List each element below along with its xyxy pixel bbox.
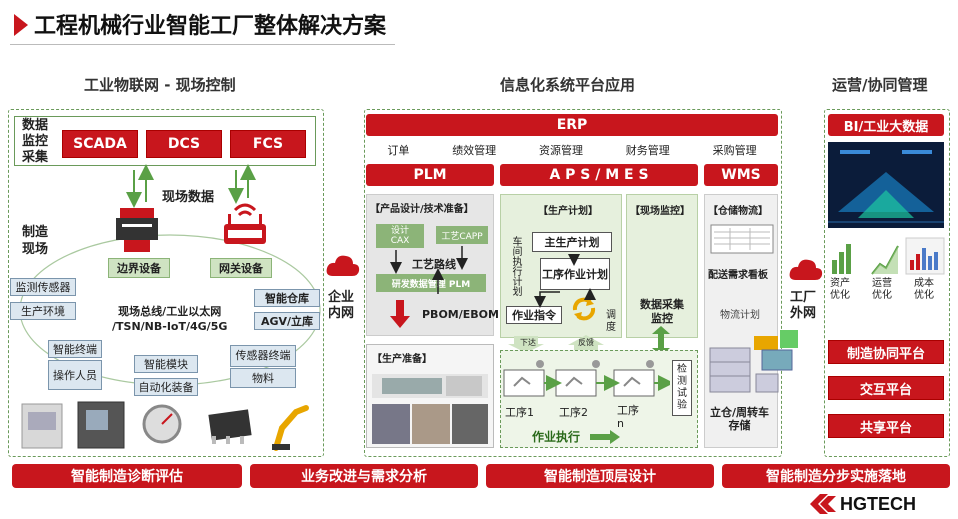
sensor-terminal-box[interactable]: 传感器终端 (230, 345, 296, 367)
capp-box[interactable]: 工艺CAPP (436, 226, 488, 244)
process-route-label: 工艺路线 (412, 258, 456, 271)
stepn-label: 工序n (617, 404, 639, 430)
smart-warehouse-box[interactable]: 智能仓库 (254, 289, 320, 307)
gateway-device-label[interactable]: 网关设备 (210, 258, 272, 278)
feedback-label: 反馈 (578, 338, 594, 347)
smart-module-box[interactable]: 智能模块 (134, 355, 198, 373)
plan-title: 【生产计划】 (538, 206, 598, 217)
erp-item-order[interactable]: 订单 (387, 144, 410, 157)
erp-item-finance[interactable]: 财务管理 (625, 144, 670, 157)
section-right-title: 运营/协同管理 (832, 76, 928, 94)
step1-label: 工序1 (505, 406, 534, 419)
data-monitor-label: 数据 监控 采集 (22, 118, 49, 165)
equipment-icons (21, 401, 309, 451)
erp-item-purchase[interactable]: 采购管理 (712, 144, 757, 157)
monitor-box (626, 194, 698, 338)
intranet-label: 企业 内网 (328, 290, 355, 321)
monitor-collect-label: 数据采集监控 (640, 298, 684, 325)
bi-bar[interactable]: BI/工业大数据 (828, 114, 944, 136)
erp-bar[interactable]: ERP (366, 114, 778, 136)
right-panel (824, 109, 950, 457)
plm-design-box (366, 194, 494, 336)
aps-mes-bar[interactable]: A P S / M E S (500, 164, 698, 186)
material-box[interactable]: 物料 (230, 368, 296, 388)
extranet-cloud-icon (789, 259, 823, 280)
collab-platform-button[interactable]: 制造协同平台 (828, 340, 944, 364)
plm-arrows (390, 246, 468, 328)
smart-terminal-box[interactable]: 智能终端 (48, 340, 102, 358)
field-bus-text: 现场总线/工业以太网 /TSN/NB-IoT/4G/5G (112, 305, 228, 333)
bottom-analysis[interactable]: 业务改进与需求分析 (250, 464, 478, 488)
monitor-title: 【现场监控】 (630, 206, 690, 217)
scada-frame (14, 116, 316, 166)
intranet-cloud-icon (326, 255, 360, 276)
dispatch-label: 调度 (606, 310, 616, 333)
plan-arrows (534, 254, 596, 308)
monitor-sensor-box[interactable]: 监测传感器 (10, 278, 76, 296)
edge-device-icon (116, 208, 158, 252)
automation-box[interactable]: 自动化装备 (134, 378, 198, 396)
middle-panel (364, 109, 782, 457)
cax-box[interactable]: 设计 CAX (376, 224, 424, 248)
workshop-plan-label: 车间执行计划 (510, 236, 521, 296)
issue-feedback-arrows (508, 335, 604, 353)
erp-items-row: 订单 绩效管理 资源管理 财务管理 采购管理 (366, 142, 778, 160)
section-middle-title: 信息化系统平台应用 (500, 76, 636, 94)
title-marker (14, 14, 28, 36)
erp-item-resource[interactable]: 资源管理 (538, 144, 583, 157)
plm-design-title: 【产品设计/技术准备】 (370, 204, 474, 215)
monitor-arrow (652, 326, 670, 356)
dispatch-icon (572, 297, 596, 321)
edge-device-label[interactable]: 边界设备 (108, 258, 170, 278)
execution-stations (503, 360, 670, 397)
warehouse-icon (709, 330, 798, 393)
interaction-platform-button[interactable]: 交互平台 (828, 376, 944, 400)
execution-arrow (590, 430, 620, 444)
bi-visual (828, 142, 944, 228)
left-panel (8, 109, 324, 457)
storage-label: 立仓/周转车 存储 (710, 406, 770, 432)
board-icon (710, 224, 774, 254)
logistics-plan-label: 物流计划 (720, 310, 760, 321)
bottom-implementation[interactable]: 智能制造分步实施落地 (722, 464, 950, 488)
wms-title: 【仓储物流】 (708, 206, 768, 217)
board-label: 配送需求看板 (708, 270, 768, 281)
title-underline (10, 44, 395, 45)
kpi-charts (832, 237, 945, 275)
fcs-box[interactable]: FCS (230, 130, 306, 158)
agv-box[interactable]: AGV/立库 (254, 312, 320, 330)
kpi-asset-label: 资产 优化 (830, 278, 850, 301)
issue-label: 下达 (520, 338, 536, 347)
plm-data-box[interactable]: 研发数据管理 PLM (376, 274, 486, 292)
hgtech-logo-icon (810, 494, 836, 514)
share-platform-button[interactable]: 共享平台 (828, 414, 944, 438)
hgtech-logo-text: HGTECH (840, 494, 916, 514)
kpi-operation-label: 运营 优化 (872, 278, 892, 301)
manufacturing-site-label: 制造 现场 (22, 225, 49, 257)
field-data-label: 现场数据 (162, 190, 215, 205)
kpi-cost-label: 成本 优化 (914, 278, 934, 301)
gateway-device-icon (224, 203, 266, 244)
scada-box[interactable]: SCADA (62, 130, 138, 158)
prep-title: 【生产准备】 (372, 354, 432, 365)
execution-label: 作业执行 (532, 430, 581, 444)
section-left-title: 工业物联网 - 现场控制 (84, 76, 236, 94)
prep-machine-images (372, 374, 488, 444)
erp-item-performance[interactable]: 绩效管理 (452, 144, 497, 157)
operator-box[interactable]: 操作人员 (48, 360, 102, 390)
wms-bar[interactable]: WMS (704, 164, 778, 186)
plm-bar[interactable]: PLM (366, 164, 494, 186)
extranet-label: 工厂 外网 (790, 290, 817, 321)
bottom-diagnosis[interactable]: 智能制造诊断评估 (12, 464, 242, 488)
dcs-box[interactable]: DCS (146, 130, 222, 158)
production-env-box[interactable]: 生产环境 (10, 302, 76, 320)
work-order-box[interactable]: 作业指令 (506, 306, 562, 324)
master-plan-box[interactable]: 主生产计划 (532, 232, 612, 252)
page-title: 工程机械行业智能工厂整体解决方案 (34, 14, 387, 39)
pbom-label: PBOM/EBOM (422, 308, 499, 321)
step2-label: 工序2 (559, 406, 588, 419)
inspect-box[interactable]: 检测试验 (672, 360, 692, 416)
bottom-design[interactable]: 智能制造顶层设计 (486, 464, 714, 488)
